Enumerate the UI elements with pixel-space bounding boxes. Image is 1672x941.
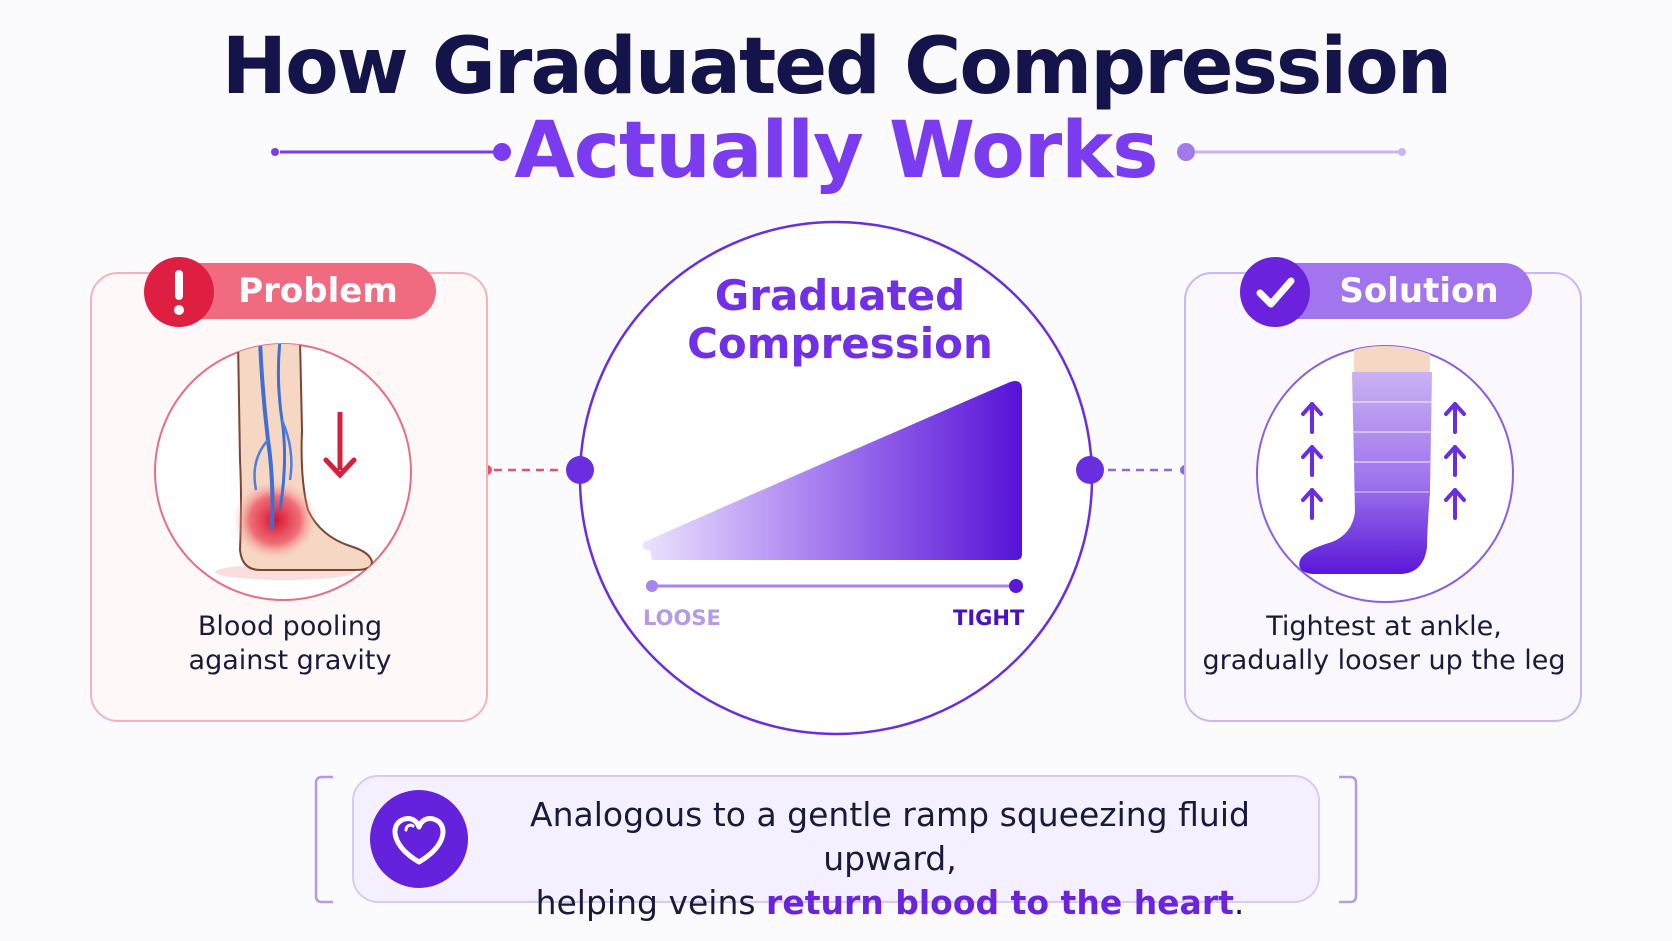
- center-title-1: Graduated: [714, 271, 966, 320]
- summary-line-2-prefix: helping veins: [535, 883, 767, 922]
- problem-caption-2: against gravity: [188, 645, 392, 676]
- stocking-leg-illustration: [1256, 345, 1514, 603]
- solution-caption-2: gradually looser up the leg: [1202, 645, 1566, 676]
- checkmark-icon: [1240, 257, 1310, 327]
- summary-emphasis: return blood to the heart: [766, 883, 1234, 922]
- summary-line-2-suffix: .: [1233, 883, 1245, 922]
- title-line-2: Actually Works: [514, 106, 1158, 196]
- summary-line-1: Analogous to a gentle ramp squeezing flu…: [530, 795, 1250, 878]
- connector-left: [482, 456, 594, 484]
- heart-icon: [370, 790, 468, 888]
- connector-right: [1076, 456, 1190, 484]
- title-rule-right: [1177, 143, 1406, 161]
- problem-caption-1: Blood pooling: [197, 611, 383, 642]
- leg-pooling-illustration: [154, 343, 412, 601]
- solution-caption-1: Tightest at ankle,: [1266, 611, 1502, 642]
- axis-label-tight: TIGHT: [953, 606, 1025, 630]
- summary-text: Analogous to a gentle ramp squeezing flu…: [470, 793, 1310, 925]
- exclamation-icon: [144, 257, 214, 327]
- center-title-2: Compression: [687, 319, 993, 368]
- summary-box: [352, 775, 1320, 903]
- compression-ramp: [642, 381, 1023, 593]
- title-rule-left: [271, 143, 511, 161]
- axis-label-loose: LOOSE: [643, 606, 721, 630]
- summary-line-2: helping veins return blood to the heart.: [470, 881, 1310, 925]
- title-line-1: How Graduated Compression: [221, 22, 1452, 112]
